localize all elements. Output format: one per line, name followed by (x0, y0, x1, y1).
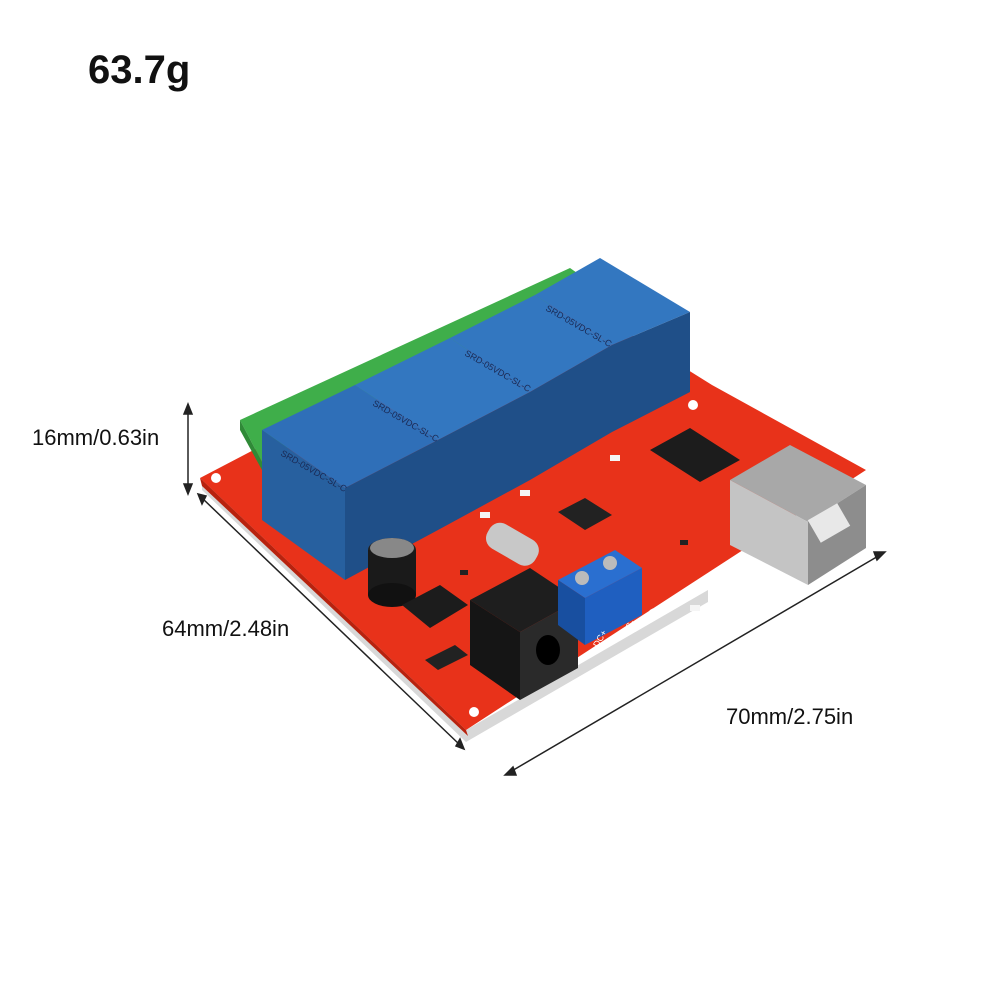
voltage-regulator (402, 585, 468, 628)
smd-led (480, 512, 490, 518)
mounting-hole (211, 473, 221, 483)
relay-1: SRD-05VDC-SL-C (262, 385, 438, 580)
microcontroller-chip (558, 498, 612, 530)
mounting-hole (469, 707, 479, 717)
smd-led (520, 490, 530, 496)
smd-resistor (460, 570, 468, 575)
depth-dimension-line (196, 492, 466, 751)
height-dimension-line (182, 401, 194, 497)
depth-dimension-label: 64mm/2.48in (162, 616, 290, 641)
width-dimension-line (503, 551, 887, 776)
power-screw-terminal (558, 550, 642, 645)
crystal-oscillator (486, 522, 539, 566)
electrolytic-capacitor (368, 538, 416, 607)
mounting-hole (688, 400, 698, 410)
width-dimension-label: 70mm/2.75in (726, 704, 854, 729)
pcb-board-highlight (200, 478, 468, 736)
relay-terminal-block-front (240, 420, 262, 470)
usb-b-connector (730, 445, 866, 585)
height-dimension-label: 16mm/0.63in (32, 425, 160, 450)
smd-led (610, 455, 620, 461)
smd-led (690, 605, 700, 611)
relay-2: SRD-05VDC-SL-C (355, 338, 530, 530)
smd-resistor (680, 540, 688, 545)
relay-4: SRD-05VDC-SL-C (535, 258, 690, 432)
product-weight: 63.7g (88, 48, 191, 92)
diode (425, 645, 468, 670)
driver-ic (650, 428, 740, 482)
